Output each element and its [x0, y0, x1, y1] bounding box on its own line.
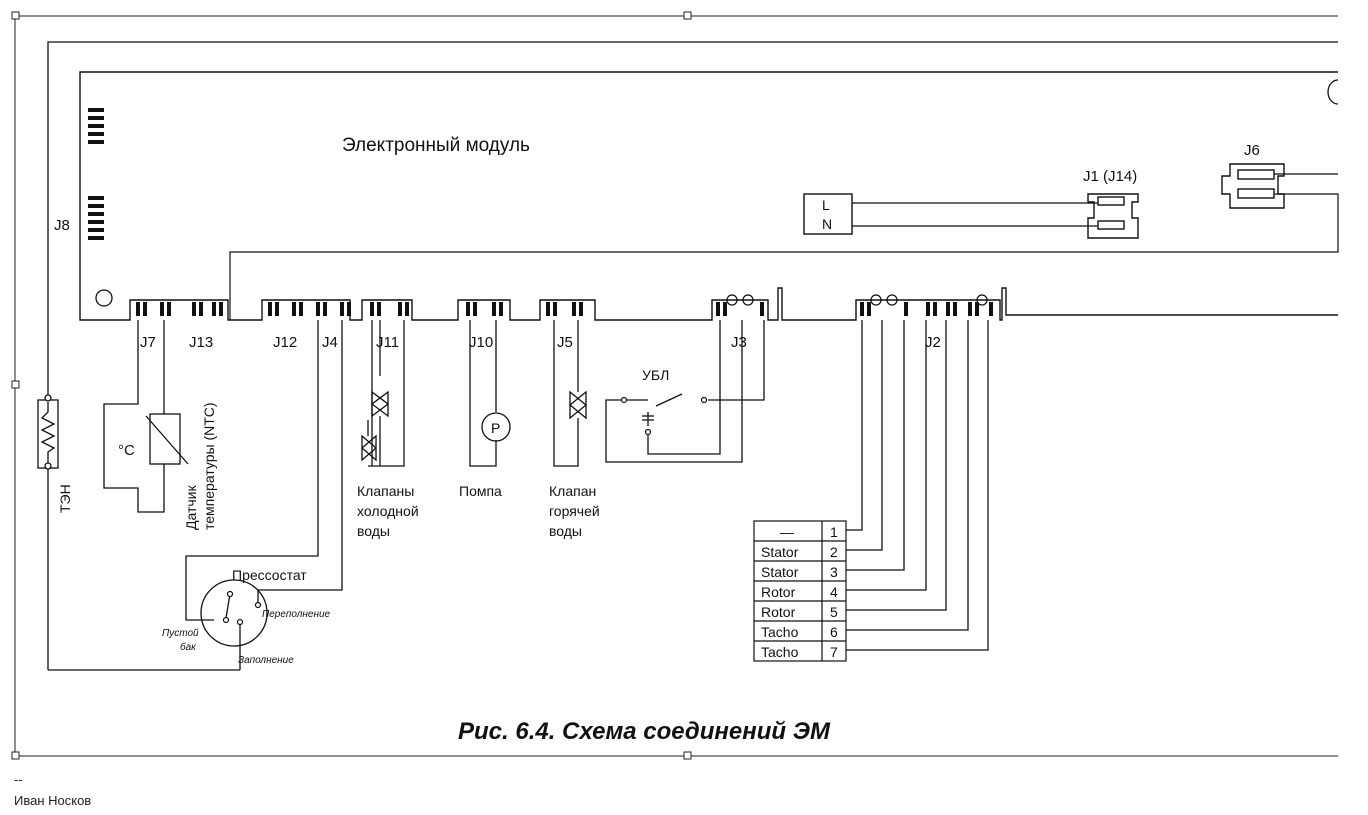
module-outline [79, 71, 1338, 321]
cold-valves-wiring [361, 320, 405, 467]
connector-j3-label: J3 [731, 334, 747, 351]
cold-valves-label-1: Клапаны [357, 483, 414, 499]
selection-frame [14, 15, 1338, 757]
motor-table [753, 520, 847, 662]
pump-symbol: P [491, 420, 500, 436]
cold-valves-label-3: воды [357, 523, 390, 539]
motor-row-4-pin: 4 [830, 584, 838, 600]
motor-row-1-name: — [780, 524, 794, 540]
motor-row-4-name: Rotor [761, 584, 796, 600]
pressure-switch-contacts [222, 590, 262, 626]
connector-j10-label: J10 [469, 334, 493, 351]
overflow-label: Переполнение [262, 609, 331, 620]
motor-row-1-pin: 1 [830, 524, 838, 540]
wiring-diagram: Электронный модуль J8 J6 J1 (J14) L N J7… [11, 11, 1339, 760]
connector-j8-label: J8 [54, 217, 70, 234]
connector-j11-label: J11 [376, 334, 399, 351]
pump-label: Помпа [459, 483, 502, 499]
motor-row-2-name: Stator [761, 544, 799, 560]
door-lock-contacts [620, 396, 708, 436]
figure-caption: Рис. 6.4. Схема соединений ЭМ [458, 718, 831, 745]
bottom-connector-pins [136, 302, 993, 316]
sensor-label-line2: температуры (NTC) [201, 402, 217, 530]
connector-j12-label: J12 [273, 334, 297, 351]
sensor-label-line1: Датчик [183, 485, 199, 530]
connector-j13-label: J13 [189, 334, 213, 351]
temperature-sensor [103, 320, 189, 513]
mains-n-label: N [822, 216, 832, 232]
connector-j7-label: J7 [140, 334, 156, 351]
motor-wiring [846, 320, 989, 651]
pressure-switch [185, 320, 343, 647]
mains-plug-box [803, 193, 853, 235]
mains-l-label: L [822, 197, 830, 213]
connector-j1-label: J1 (J14) [1083, 168, 1137, 185]
hot-valve-label-2: горячей [549, 503, 600, 519]
j1-connector [1087, 193, 1139, 239]
motor-row-3-name: Stator [761, 564, 799, 580]
mount-hole [95, 289, 113, 307]
connector-j6-label: J6 [1244, 142, 1260, 159]
motor-table-rows: — 1 Stator 2 Stator 3 Rotor 4 Rotor 5 Ta… [761, 524, 838, 660]
motor-row-5-pin: 5 [830, 604, 838, 620]
empty-tank-label-1: Пустой [162, 628, 199, 639]
empty-pin-slots [726, 294, 988, 306]
signature-name: Иван Носков [14, 793, 92, 808]
connector-j5-label: J5 [557, 334, 573, 351]
motor-row-2-pin: 2 [830, 544, 838, 560]
filling-label: Заполнение [238, 655, 294, 666]
heater-label: ТЭН [57, 484, 73, 513]
connector-j4-label: J4 [322, 334, 338, 351]
hot-valve-wiring [553, 320, 588, 467]
door-lock-wiring [605, 320, 765, 463]
pump-wiring [469, 320, 511, 467]
module-title: Электронный модуль [342, 135, 530, 156]
motor-row-5-name: Rotor [761, 604, 796, 620]
sensor-unit-label: °C [118, 442, 135, 459]
motor-row-3-pin: 3 [830, 564, 838, 580]
hot-valve-label-3: воды [549, 523, 582, 539]
motor-row-7-name: Tacho [761, 644, 799, 660]
j8-pins [88, 108, 104, 240]
selection-handles[interactable] [11, 11, 692, 760]
hot-valve-label-1: Клапан [549, 483, 596, 499]
heater-terminals [44, 394, 52, 470]
outer-wire-frame [47, 41, 1338, 400]
j6-connector [1221, 163, 1285, 209]
motor-row-6-name: Tacho [761, 624, 799, 640]
empty-tank-label-2: бак [180, 641, 197, 653]
cold-valves-label-2: холодной [357, 503, 419, 519]
motor-row-7-pin: 7 [830, 644, 838, 660]
pressure-switch-label: Прессостат [232, 567, 307, 583]
signature-dash: -- [14, 772, 23, 787]
motor-row-6-pin: 6 [830, 624, 838, 640]
connector-j2-label: J2 [925, 334, 941, 351]
mains-wires [229, 173, 1339, 320]
door-lock-label: УБЛ [642, 367, 669, 383]
module-notch [1327, 79, 1339, 105]
